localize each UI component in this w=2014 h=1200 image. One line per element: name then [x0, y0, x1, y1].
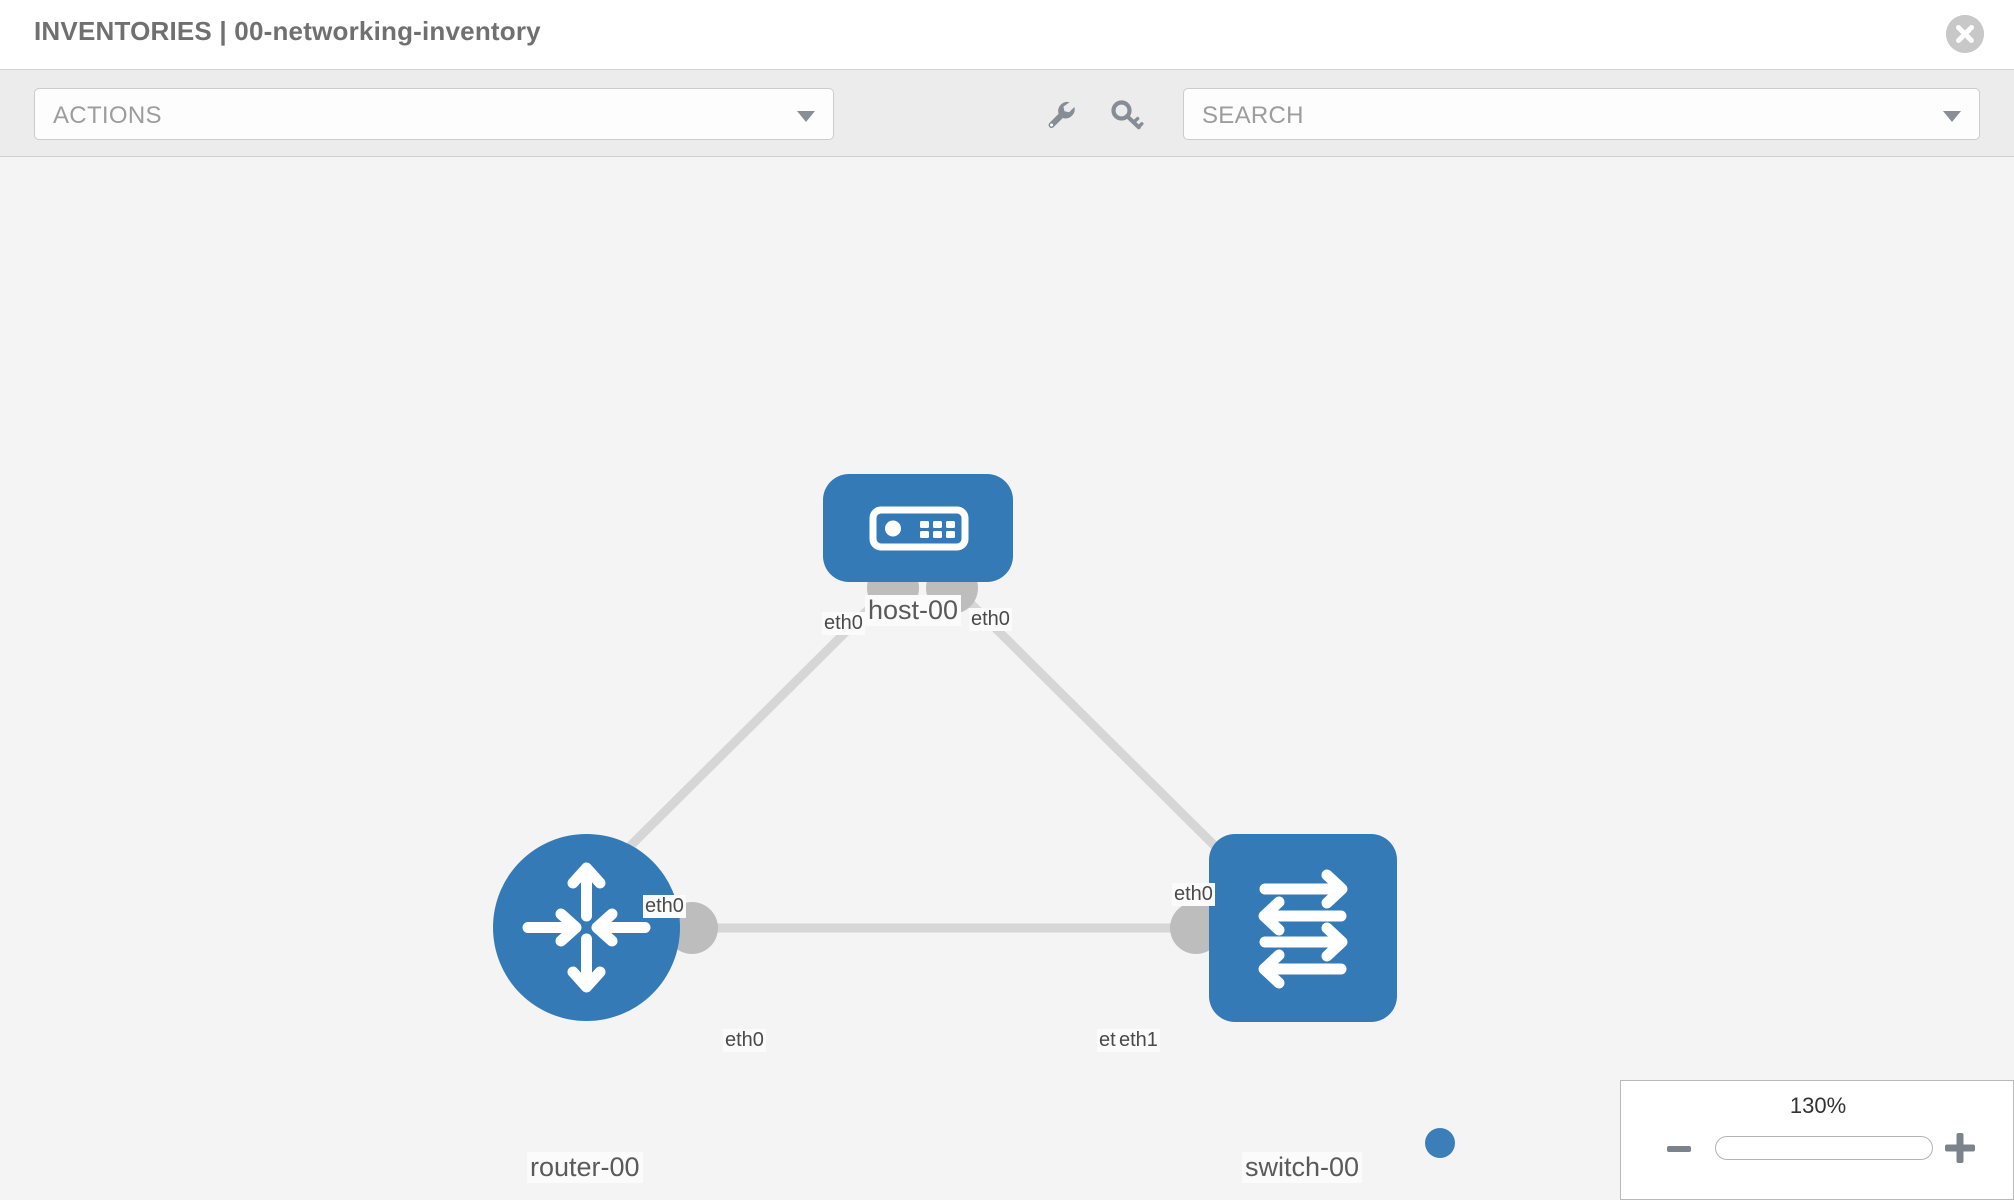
server-icon: [869, 506, 969, 551]
router-arrows-icon: [522, 862, 651, 993]
key-icon: [1111, 100, 1144, 130]
zoom-out-button[interactable]: [1665, 1135, 1693, 1163]
key-button[interactable]: [1110, 98, 1144, 132]
topology-links: [596, 579, 1249, 933]
node-host-00-label: host-00: [865, 595, 962, 626]
zoom-slider-thumb[interactable]: [1425, 1128, 1455, 1158]
interface-label-host-left: eth0: [822, 612, 865, 635]
node-switch-00-shape: [1209, 834, 1397, 1022]
zoom-slider[interactable]: [1715, 1136, 1933, 1160]
minus-icon: [1667, 1146, 1691, 1152]
node-switch-00-label: switch-00: [1242, 1152, 1363, 1183]
interface-label-switch-left: eth1: [1117, 1029, 1160, 1052]
topology-canvas[interactable]: host-00 router-00 switch-00 eth0 eth0 et…: [0, 158, 2014, 1200]
close-icon: [1946, 15, 1984, 53]
wrench-button[interactable]: [1044, 98, 1078, 132]
actions-dropdown[interactable]: ACTIONS: [34, 88, 834, 140]
interface-label-router-right: eth0: [723, 1029, 766, 1052]
switch-arrows-icon: [1258, 869, 1348, 989]
zoom-level-value: 130%: [1789, 1093, 1847, 1118]
page-header: INVENTORIES | 00-networking-inventory: [0, 0, 2014, 69]
link-host-switch[interactable]: [946, 579, 1249, 880]
node-switch-00[interactable]: [1209, 834, 1397, 1022]
wrench-icon: [1048, 101, 1075, 128]
toolbar: ACTIONS SEARCH: [0, 69, 2014, 157]
interface-label-switch-up: eth0: [1172, 883, 1215, 906]
plus-icon: [1945, 1133, 1975, 1163]
node-host-00[interactable]: [823, 474, 1013, 582]
actions-dropdown-label: ACTIONS: [53, 102, 162, 129]
zoom-in-button[interactable]: [1943, 1131, 1977, 1165]
page-title: INVENTORIES | 00-networking-inventory: [34, 16, 541, 46]
chevron-down-icon: [797, 111, 815, 122]
search-input[interactable]: SEARCH: [1183, 88, 1980, 140]
node-host-00-shape: [823, 474, 1013, 582]
topology-graph: [574, 562, 1263, 954]
search-placeholder: SEARCH: [1202, 102, 1304, 129]
interface-label-host-right: eth0: [969, 608, 1012, 631]
zoom-control-panel: 130%: [1620, 1080, 2014, 1200]
chevron-down-icon: [1943, 111, 1961, 122]
node-router-00-label: router-00: [527, 1152, 643, 1183]
node-router-00[interactable]: [493, 834, 680, 1021]
interface-label-router-up: eth0: [643, 895, 686, 918]
close-button[interactable]: [1946, 15, 1984, 53]
